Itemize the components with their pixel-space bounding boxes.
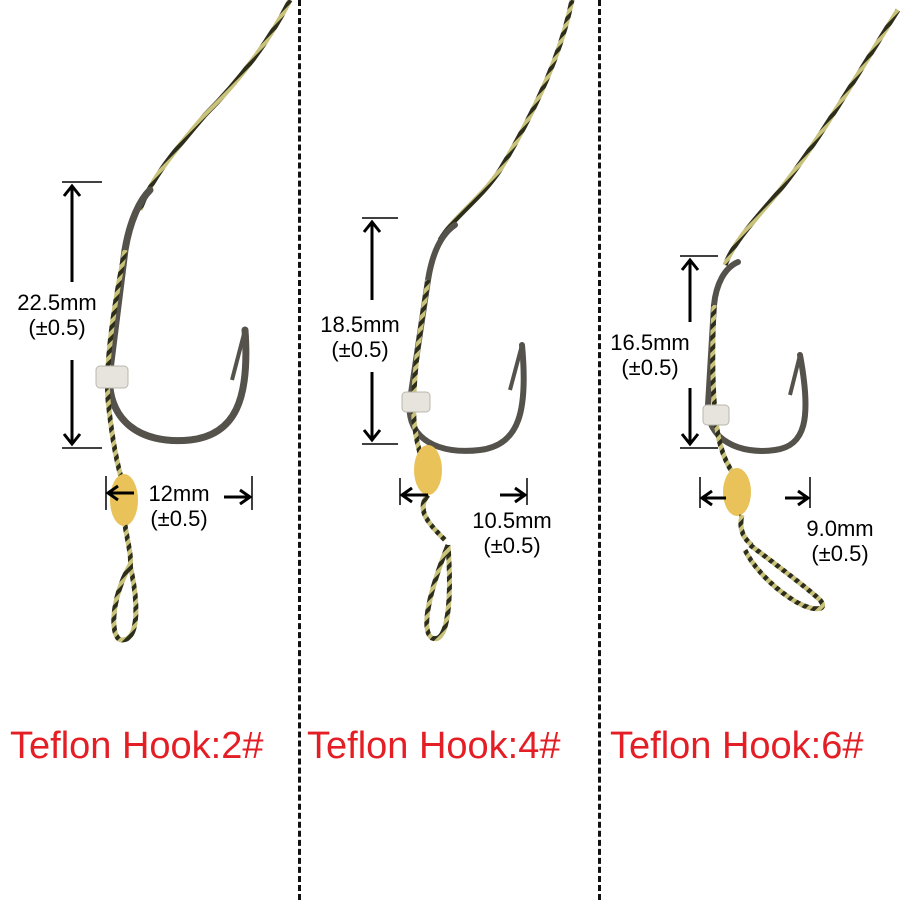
hook-barb	[508, 344, 524, 391]
bead	[110, 474, 138, 526]
braided-line	[738, 514, 754, 548]
braided-line	[104, 249, 128, 491]
hook-rig-4	[362, 0, 575, 642]
braided-line	[137, 0, 293, 211]
gap-width-value: 10.5mm	[472, 508, 552, 533]
hook-barb	[230, 329, 247, 381]
hook-rig-2	[62, 0, 293, 643]
hook-shank	[106, 186, 250, 445]
shrink-tube	[401, 391, 431, 413]
hook-size-caption: Teflon Hook:2#	[10, 725, 264, 767]
hook-length-tolerance: (±0.5)	[621, 355, 679, 380]
hook-rig-6	[680, 8, 900, 612]
shrink-tube	[95, 365, 129, 389]
hook-length-label: 18.5mm (±0.5)	[305, 312, 415, 362]
hook-length-tolerance: (±0.5)	[28, 315, 86, 340]
hook-length-label: 22.5mm (±0.5)	[2, 290, 112, 340]
panel-divider-2	[598, 0, 601, 900]
hook-length-label: 16.5mm (±0.5)	[595, 330, 705, 380]
braided-line	[722, 8, 900, 266]
panel-divider-1	[298, 0, 301, 900]
hook-length-value: 18.5mm	[320, 312, 400, 337]
bead	[414, 445, 442, 495]
braided-line	[122, 524, 133, 571]
hook-length-value: 16.5mm	[610, 330, 690, 355]
hook-shank	[406, 222, 527, 454]
shrink-tube	[702, 404, 730, 426]
hook-barb	[788, 354, 802, 396]
braided-line	[420, 493, 447, 542]
braided-line	[710, 304, 735, 474]
hair-loop	[424, 544, 452, 642]
gap-width-tolerance: (±0.5)	[150, 506, 208, 531]
hair-loop	[111, 563, 139, 643]
gap-width-label: 10.5mm (±0.5)	[462, 508, 562, 558]
hook-size-caption: Teflon Hook:4#	[307, 725, 561, 767]
gap-width-tolerance: (±0.5)	[483, 533, 541, 558]
bead	[723, 468, 751, 516]
gap-width-value: 12mm	[148, 481, 210, 506]
gap-width-tolerance: (±0.5)	[811, 541, 869, 566]
hook-length-value: 22.5mm	[17, 290, 97, 315]
gap-width-label: 12mm (±0.5)	[136, 481, 222, 531]
braided-line	[437, 0, 575, 242]
hook-size-caption: Teflon Hook:6#	[610, 725, 864, 767]
hook-shank	[704, 259, 809, 454]
gap-width-label: 9.0mm (±0.5)	[795, 516, 885, 566]
hair-loop	[742, 543, 825, 612]
hook-length-tolerance: (±0.5)	[331, 337, 389, 362]
gap-width-value: 9.0mm	[806, 516, 874, 541]
